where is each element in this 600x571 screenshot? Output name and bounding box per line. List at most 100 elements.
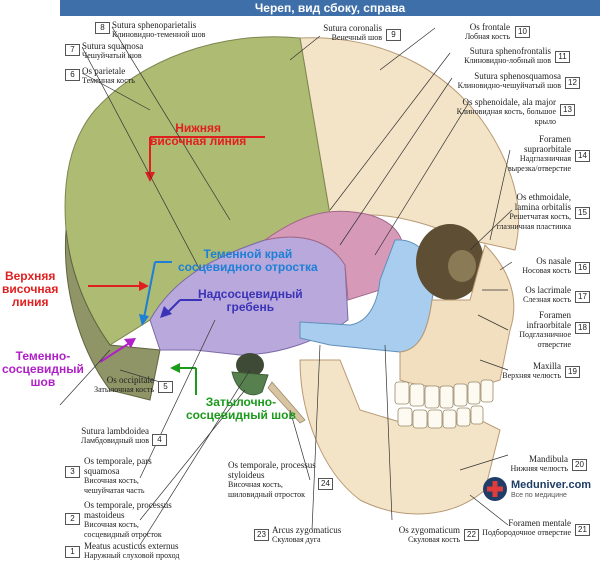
label-russian: Ламбдовидный шов <box>81 436 149 445</box>
label-number: 23 <box>254 529 269 541</box>
label-latin: Os ethmoidale, lamina orbitalis <box>514 192 571 212</box>
label-parietal-bone: Os parietale Теменная кость <box>82 66 135 86</box>
label-maxilla: Maxilla Верхняя челюсть <box>490 361 561 381</box>
label-latin: Os temporale, processus mastoideus <box>84 500 172 520</box>
label-russian: Надглазничная вырезка/отверстие <box>507 154 571 173</box>
occipital-bone <box>64 229 161 401</box>
label-russian: Клиновидно-лобный шов <box>464 56 551 65</box>
label-latin: Mandibula <box>529 454 568 464</box>
label-latin: Arcus zygomaticus <box>272 525 342 535</box>
label-ethmoid-orbital-plate: Os ethmoidale, lamina orbitalis Решетчат… <box>494 192 571 232</box>
annotation-occipitomastoid-suture: Затылочно- сосцевидный шов <box>186 395 296 422</box>
page-title: Череп, вид сбоку, справа <box>254 1 406 15</box>
meduniver-logo-icon <box>483 477 507 501</box>
label-russian: Чешуйчатый шов <box>82 51 142 60</box>
label-zygomatic-bone: Os zygomaticum Скуловая кость <box>380 525 460 545</box>
label-number: 21 <box>575 524 590 536</box>
label-sphenosquamous-suture: Sutura sphenosquamosa Клиновидно-чешуйча… <box>430 71 561 91</box>
label-latin: Sutura coronalis <box>323 23 382 33</box>
label-number: 17 <box>575 291 590 303</box>
label-russian: Височная кость, сосцевидный отросток <box>84 520 162 539</box>
logo-name[interactable]: Meduniver.com <box>511 479 592 491</box>
label-russian: Височная кость, шиловидный отросток <box>228 480 306 499</box>
label-lacrimal-bone: Os lacrimale Слезная кость <box>500 285 571 305</box>
logo-tagline: Все по медицине <box>511 492 567 499</box>
label-russian: Затылочная кость <box>94 385 154 394</box>
label-sphenoid-greater-wing: Os sphenoidale, ala major Клиновидная ко… <box>456 97 556 127</box>
label-number: 1 <box>65 546 80 558</box>
label-latin: Foramen infraorbitale <box>526 310 571 330</box>
label-latin: Os sphenoidale, ala major <box>462 97 556 107</box>
label-latin: Os temporale, processus styloideus <box>228 460 316 480</box>
label-infraorbital-foramen: Foramen infraorbitale Подглазничное отве… <box>495 310 571 350</box>
annotation-parietomastoid-suture: Теменно- сосцевидный шов <box>2 349 84 389</box>
label-russian: Носовая кость <box>522 266 571 275</box>
orbit-inner <box>448 250 476 282</box>
label-latin: Foramen supraorbitale <box>524 134 571 154</box>
label-russian: Решетчатая кость, глазничная пластинка <box>496 212 571 231</box>
label-sphenoparietal-suture: Sutura sphenoparietalis Клиновидно-темен… <box>112 20 205 40</box>
label-number: 6 <box>65 69 80 81</box>
label-latin: Sutura sphenofrontalis <box>469 46 551 56</box>
label-sphenofrontal-suture: Sutura sphenofrontalis Клиновидно-лобный… <box>436 46 551 66</box>
label-number: 7 <box>65 44 80 56</box>
label-latin: Foramen mentale <box>508 518 571 528</box>
label-nasal-bone: Os nasale Носовая кость <box>500 256 571 276</box>
label-mastoid-process: Os temporale, processus mastoideus Височ… <box>84 500 184 540</box>
label-latin: Os frontale <box>469 22 510 32</box>
label-number: 14 <box>575 150 590 162</box>
label-number: 13 <box>560 104 575 116</box>
styloid-process <box>267 381 306 424</box>
label-latin: Os occipitale <box>106 375 154 385</box>
annotation-parietal-mastoid-edge: Теменной край сосцевидного отростка <box>178 247 318 274</box>
label-latin: Sutura squamosa <box>82 41 144 51</box>
label-number: 24 <box>318 478 333 490</box>
label-number: 20 <box>572 459 587 471</box>
label-zygomatic-arch: Arcus zygomaticus Скуловая дуга <box>272 525 341 545</box>
label-latin: Sutura sphenosquamosa <box>474 71 561 81</box>
label-russian: Подглазничное отверстие <box>519 330 571 349</box>
title-bar: Череп, вид сбоку, справа <box>60 0 600 16</box>
label-temporal-squama: Os temporale, pars squamosa Височная кос… <box>84 456 174 496</box>
label-latin: Os parietale <box>82 66 126 76</box>
label-number: 15 <box>575 207 590 219</box>
label-russian: Нижняя челюсть <box>510 464 568 473</box>
label-russian: Скуловая дуга <box>272 535 321 544</box>
annotation-upper-temporal-line: Верхняя височная линия <box>2 269 59 309</box>
label-russian: Наружный слуховой проход <box>84 551 180 560</box>
label-russian: Лобная кость <box>464 32 510 41</box>
label-number: 10 <box>515 26 530 38</box>
label-number: 4 <box>152 434 167 446</box>
label-occipital-bone: Os occipitale Затылочная кость <box>60 375 154 395</box>
label-number: 19 <box>565 366 580 378</box>
label-lambdoid-suture: Sutura lambdoidea Ламбдовидный шов <box>45 426 149 446</box>
label-frontal-bone: Os frontale Лобная кость <box>430 22 510 42</box>
label-styloid-process: Os temporale, processus styloideus Височ… <box>228 460 316 500</box>
label-latin: Maxilla <box>533 361 561 371</box>
label-number: 3 <box>65 466 80 478</box>
label-number: 16 <box>575 262 590 274</box>
leader-lines <box>59 26 513 546</box>
label-latin: Sutura sphenoparietalis <box>112 20 197 30</box>
label-russian: Подбородочное отверстие <box>482 528 571 537</box>
label-number: 11 <box>555 51 570 63</box>
sphenoid-bone <box>264 210 404 301</box>
label-latin: Os temporale, pars squamosa <box>84 456 152 476</box>
label-russian: Венечный шов <box>331 33 382 42</box>
label-number: 2 <box>65 513 80 525</box>
label-latin: Os zygomaticum <box>398 525 460 535</box>
label-russian: Клиновидная кость, большое крыло <box>456 107 556 126</box>
annotation-lower-temporal-line: Нижняя височная линия <box>150 121 247 148</box>
label-latin: Sutura lambdoidea <box>81 426 149 436</box>
label-supraorbital-foramen: Foramen supraorbitale Надглазничная выре… <box>490 134 571 174</box>
label-number: 9 <box>386 29 401 41</box>
label-mental-foramen: Foramen mentale Подбородочное отверстие <box>480 518 571 538</box>
label-russian: Слезная кость <box>522 295 571 304</box>
label-number: 18 <box>575 322 590 334</box>
label-number: 5 <box>158 381 173 393</box>
label-external-acoustic-meatus: Meatus acusticus externus Наружный слухо… <box>84 541 179 561</box>
label-russian: Клиновидно-теменной шов <box>112 30 206 39</box>
teeth <box>394 379 494 429</box>
